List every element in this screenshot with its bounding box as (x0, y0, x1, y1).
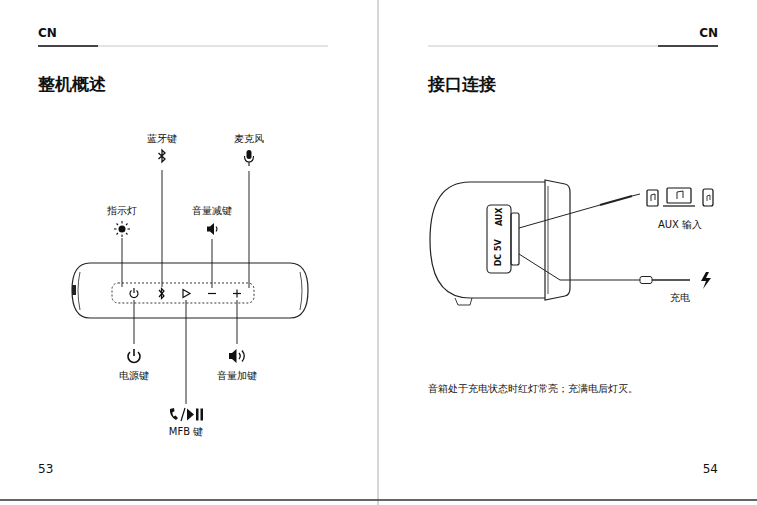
part-name: 音量加键 (217, 370, 257, 382)
part-name: 指示灯 (107, 205, 137, 217)
port-label: 充电 (670, 292, 690, 304)
header-accent (38, 45, 98, 47)
section-heading: 接口连接 (428, 74, 496, 94)
header-accent (658, 45, 718, 47)
speaker-top-view (72, 263, 308, 318)
cables (519, 194, 690, 284)
part-name: 电源键 (119, 370, 149, 382)
part-name: 麦克风 (234, 133, 264, 145)
page-number: 53 (38, 462, 53, 476)
header-rule (428, 46, 718, 47)
note-text: 音箱处于充电状态时红灯常亮；充满电后灯灭。 (428, 383, 638, 395)
page-divider (378, 0, 379, 505)
page-code: CN (699, 26, 718, 40)
header-rule (38, 46, 328, 47)
speaker-side-view (430, 180, 570, 305)
port-marking: DC 5V (494, 239, 504, 266)
leader-lines (122, 170, 249, 404)
section-heading: 整机概述 (38, 74, 106, 94)
page-bottom (0, 499, 757, 501)
port-marking: AUX (494, 208, 504, 227)
part-name: 蓝牙键 (147, 133, 177, 145)
aux-devices (647, 188, 713, 206)
part-name: MFB 键 (169, 426, 203, 438)
buttons (130, 288, 241, 299)
page-code: CN (38, 26, 57, 40)
icons (114, 150, 254, 237)
page-number: 54 (703, 462, 718, 476)
lightning-icon (701, 272, 711, 289)
part-name: 音量减键 (192, 205, 232, 217)
icons-below (128, 349, 244, 421)
port-label: AUX 输入 (658, 219, 702, 231)
